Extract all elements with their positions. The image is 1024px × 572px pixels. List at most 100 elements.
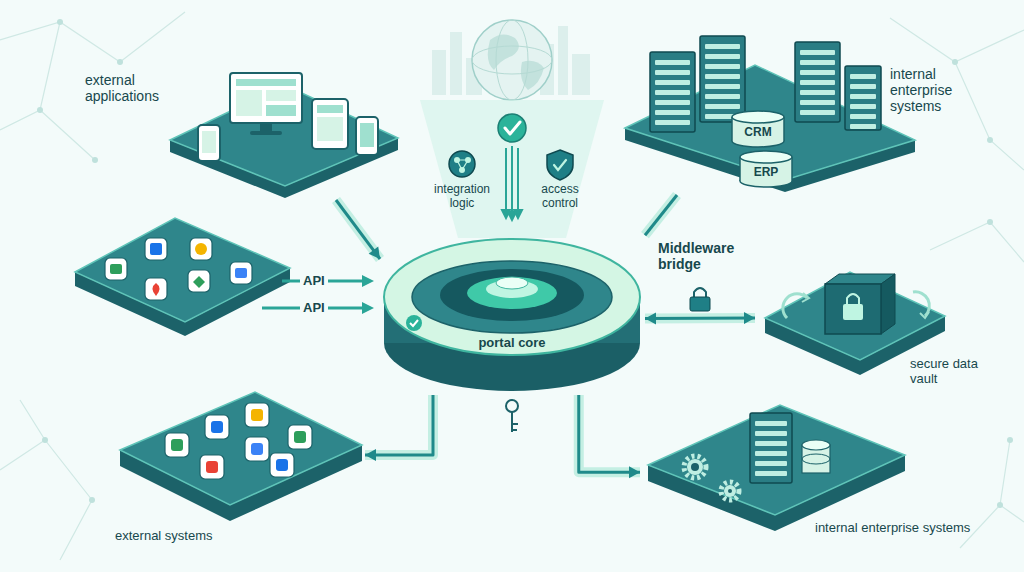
platform-top [625,65,915,180]
database-cylinder [739,157,741,181]
app-icon [200,455,224,479]
sync-arrows [783,294,807,318]
server-rack [650,52,695,132]
platform-node: secure data vault [755,262,985,392]
phone-icon [198,125,220,161]
server-rack [705,54,740,59]
phone-icon [198,125,220,161]
integration-icon [449,151,475,177]
core-drum [467,277,557,309]
app-icons [188,270,210,292]
server-rack [800,50,835,55]
monitor-icon [230,73,302,135]
server-rack [700,36,745,122]
network-dots [57,19,63,25]
server-rack [850,104,876,109]
database-cylinder [783,117,785,141]
core-drum [384,239,640,355]
api-label: API [300,273,328,288]
access-shield-icon [554,160,566,170]
gear-icon [724,485,736,497]
server-rack [655,120,690,125]
integration-funnel [420,100,604,238]
app-platform [75,218,290,322]
platform-node: internal enterprise systems [640,405,985,565]
server-rack [655,100,690,105]
key-icon [506,400,518,412]
city-skyline [450,32,462,95]
check-badge [406,315,422,331]
bridge-connector [645,195,677,235]
network-dots [37,107,43,113]
app-icon [245,437,269,461]
server-rack [795,42,840,122]
database-node: ERP [738,150,796,188]
network-dots [92,157,98,163]
platform-top [648,405,905,515]
server-rack [750,413,792,483]
server-rack [850,124,876,129]
server-rack [800,110,835,115]
network-dots [117,59,123,65]
city-skyline [558,26,568,95]
platform-node: external applications [80,55,400,200]
tablet-icon [312,99,348,149]
server-rack [755,451,787,456]
server-rack [755,461,787,466]
app-icons [105,238,252,300]
monitor-icon [260,123,272,132]
app-icon [165,433,189,457]
server-rack [655,90,690,95]
monitor-icon [266,90,296,101]
server-rack [845,66,881,130]
database-stack [802,454,830,464]
globe [472,20,552,100]
bridge-connector [645,316,755,320]
vault-safe [825,274,895,334]
platform-node: internal enterprise systemsCRMERP [620,30,1000,195]
bridge-connector [365,395,433,455]
server-rack [655,80,690,85]
app-icons [110,264,122,274]
app-icons [230,262,252,284]
phone-icon [360,123,374,147]
tablet-icon [317,105,343,113]
app-icon [276,459,288,471]
app-icons [195,243,207,255]
integration-icon [457,160,468,170]
arrow-head [744,312,755,324]
network-dots [1007,437,1013,443]
api-label: API [300,300,328,315]
app-icons [193,276,205,288]
server-rack [800,60,835,65]
node-label: secure data vault [910,356,982,386]
node-shape [380,225,645,395]
bridge-deck [365,395,433,455]
globe [472,20,552,100]
phone-icon [202,131,216,153]
gear-icon [721,482,739,500]
annotation-label: access control [528,182,592,210]
app-icon [245,403,269,427]
bridge-connector [336,200,380,259]
monitor-icon [236,90,262,116]
database-node: CRM [730,110,788,148]
monitor-icon [266,105,296,116]
core-drum [384,239,640,391]
node-label: external applications [85,72,177,104]
gear-icon [687,459,703,475]
data-flow-arrows [505,148,507,212]
server-rack [755,421,787,426]
network-dots [987,137,993,143]
access-shield-icon [547,150,573,180]
database-cylinder [732,111,784,123]
app-icon [211,421,223,433]
key-icon [512,412,518,432]
server-rack [755,471,787,476]
app-icon [206,461,218,473]
check-badge [410,320,418,326]
network-dots [997,502,1003,508]
node-shape [640,405,985,565]
server-rack [795,42,840,122]
sync-arrows [783,292,930,318]
